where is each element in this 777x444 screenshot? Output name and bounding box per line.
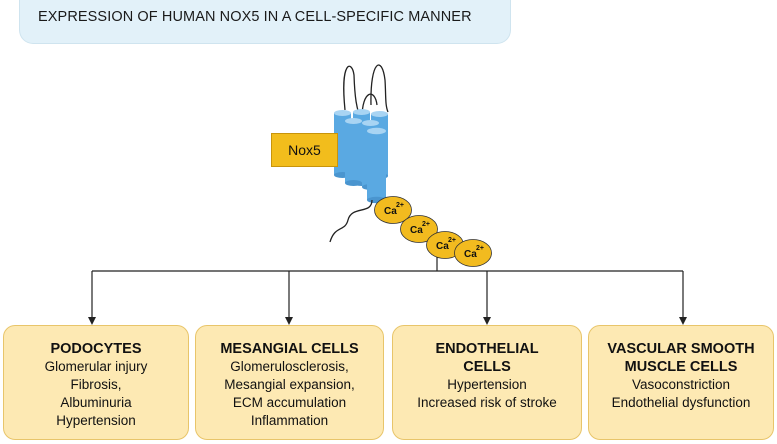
endothelial-cells-box: ENDOTHELIAL CELLS Hypertension Increased…: [392, 325, 582, 440]
effect-item: ECM accumulation: [232, 395, 347, 410]
cell-title: ENDOTHELIAL CELLS: [435, 341, 539, 375]
protein-tail: [329, 199, 373, 243]
cell-effects: Glomerulosclerosis, Mesangial expansion,…: [196, 358, 383, 430]
cell-effects: Hypertension Increased risk of stroke: [393, 376, 581, 412]
effect-item: Endothelial dysfunction: [611, 395, 751, 410]
effect-item: Inflammation: [250, 413, 329, 428]
effect-item: Increased risk of stroke: [417, 395, 557, 410]
transmembrane-cylinders: [334, 109, 388, 204]
calcium-charge: 2+: [448, 237, 456, 244]
calcium-charge: 2+: [396, 202, 404, 209]
calcium-ions: Ca2+ Ca2+ Ca2+ Ca2+: [374, 196, 492, 267]
mesangial-cells-box: MESANGIAL CELLS Glomerulosclerosis, Mesa…: [195, 325, 384, 440]
cell-title: VASCULAR SMOOTH MUSCLE CELLS: [607, 341, 755, 375]
effect-item: Hypertension: [56, 413, 136, 428]
cell-effects: Vasoconstriction Endothelial dysfunction: [589, 376, 773, 412]
effect-item: Mesangial expansion,: [224, 377, 355, 392]
calcium-label: Ca: [384, 206, 397, 217]
effect-item: Glomerulosclerosis,: [230, 359, 349, 374]
calcium-ion-4: Ca2+: [454, 239, 492, 267]
podocytes-box: PODOCYTES Glomerular injury Fibrosis, Al…: [3, 325, 189, 440]
effect-item: Fibrosis,: [70, 377, 122, 392]
calcium-charge: 2+: [422, 221, 430, 228]
calcium-ion-2: Ca2+: [400, 215, 438, 243]
cell-effects: Glomerular injury Fibrosis, Albuminuria …: [4, 358, 188, 430]
calcium-label: Ca: [464, 249, 477, 260]
connectors: [88, 257, 687, 325]
cylinder-4: [345, 118, 362, 186]
calcium-charge: 2+: [476, 245, 484, 252]
vascular-smooth-muscle-cells-box: VASCULAR SMOOTH MUSCLE CELLS Vasoconstri…: [588, 325, 774, 440]
calcium-ion-1: Ca2+: [374, 196, 412, 224]
cell-title: PODOCYTES: [50, 341, 142, 357]
effect-item: Albuminuria: [60, 395, 132, 410]
effect-item: Vasoconstriction: [631, 377, 731, 392]
cell-title: MESANGIAL CELLS: [220, 341, 359, 357]
nox5-label: Nox5: [271, 133, 338, 167]
title-banner: EXPRESSION OF HUMAN NOX5 IN A CELL-SPECI…: [19, 0, 511, 44]
calcium-label: Ca: [410, 225, 423, 236]
diagram-title: EXPRESSION OF HUMAN NOX5 IN A CELL-SPECI…: [38, 9, 472, 25]
effect-item: Hypertension: [447, 377, 527, 392]
cylinder-6: [367, 127, 386, 204]
calcium-label: Ca: [436, 241, 449, 252]
effect-item: Glomerular injury: [44, 359, 148, 374]
